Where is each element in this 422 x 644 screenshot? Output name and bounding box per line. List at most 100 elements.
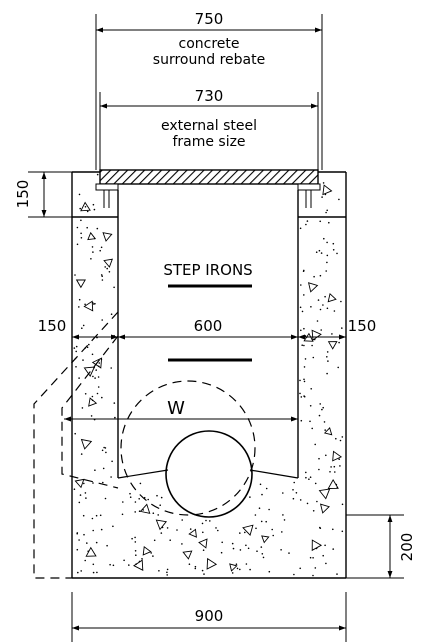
aggregate-dot	[261, 493, 263, 496]
aggregate-dot	[338, 458, 341, 461]
aggregate-dot	[300, 284, 302, 286]
aggregate-dot	[295, 492, 298, 494]
aggregate-dot	[122, 501, 124, 503]
aggregate-dot	[326, 307, 329, 310]
aggregate-dot	[202, 531, 204, 534]
aggregate-dot	[78, 306, 80, 308]
aggregate-triangle	[311, 329, 322, 341]
aggregate-dot	[81, 407, 84, 409]
aggregate-dot	[76, 548, 79, 551]
aggregate-dot	[262, 556, 265, 559]
aggregate-dot	[78, 501, 81, 504]
aggregate-dot	[334, 471, 336, 473]
aggregate-dot	[108, 271, 111, 273]
aggregate-dot	[336, 252, 338, 255]
aggregate-dot	[113, 286, 115, 289]
aggregate-dot	[281, 531, 283, 533]
dimension-750: 750 concrete surround rebate	[95, 10, 323, 170]
dim-730-label-1: external steel	[161, 118, 257, 134]
aggregate-triangle	[139, 503, 151, 514]
aggregate-dot	[261, 553, 264, 555]
aggregate-dot	[152, 555, 154, 557]
aggregate-dot	[303, 294, 305, 296]
aggregate-dot	[104, 266, 106, 268]
aggregate-triangle	[74, 478, 85, 489]
dimension-900: 900	[71, 592, 347, 642]
aggregate-dot	[318, 468, 320, 471]
aggregate-dot	[320, 329, 323, 331]
dim-750-label-1: concrete	[179, 36, 240, 52]
aggregate-dot	[90, 415, 93, 417]
aggregate-dot	[326, 261, 328, 264]
aggregate-dot	[292, 489, 294, 491]
aggregate-dot	[320, 252, 323, 254]
aggregate-dot	[84, 303, 86, 306]
aggregate-triangle	[88, 397, 98, 407]
aggregate-triangle	[102, 232, 113, 242]
aggregate-dot	[305, 223, 307, 226]
aggregate-dot	[336, 573, 338, 575]
aggregate-dot	[341, 436, 344, 438]
aggregate-dot	[339, 439, 342, 442]
aggregate-triangle	[327, 292, 337, 303]
aggregate-dot	[265, 487, 268, 490]
aggregate-dot	[97, 386, 100, 388]
aggregate-dot	[326, 351, 329, 353]
aggregate-triangle	[311, 539, 323, 552]
aggregate-dot	[97, 376, 100, 378]
aggregate-dot	[239, 532, 241, 534]
aggregate-dot	[306, 502, 309, 505]
aggregate-dot	[74, 357, 77, 360]
aggregate-dot	[301, 310, 304, 313]
pipe-circle	[165, 430, 253, 518]
aggregate-dot	[318, 414, 321, 417]
aggregate-triangle	[322, 184, 333, 196]
aggregate-dot	[201, 569, 204, 572]
aggregate-dot	[312, 557, 314, 559]
aggregate-dot	[306, 220, 309, 222]
aggregate-dot	[169, 539, 171, 541]
aggregate-dot	[272, 534, 275, 537]
aggregate-dot	[280, 549, 282, 551]
aggregate-dot	[244, 531, 246, 534]
aggregate-dot	[92, 375, 94, 378]
aggregate-dot	[324, 295, 326, 298]
aggregate-dot	[327, 360, 329, 362]
dimension-walls: 150 600 150	[38, 317, 376, 340]
aggregate-dot	[308, 478, 310, 481]
aggregate-dot	[311, 344, 313, 347]
aggregate-dot	[299, 227, 302, 230]
aggregate-dot	[101, 449, 104, 452]
aggregate-dot	[88, 343, 90, 346]
aggregate-dot	[129, 492, 131, 495]
aggregate-dot	[166, 527, 169, 529]
aggregate-dot	[160, 496, 163, 499]
aggregate-dot	[121, 513, 124, 516]
aggregate-dot	[94, 377, 96, 379]
aggregate-dot	[300, 419, 303, 422]
concrete-texture	[73, 173, 344, 577]
aggregate-triangle	[327, 341, 338, 350]
aggregate-dot	[323, 421, 326, 423]
aggregate-dot	[96, 392, 99, 395]
aggregate-dot	[288, 552, 290, 554]
aggregate-dot	[150, 552, 152, 554]
aggregate-dot	[316, 500, 318, 503]
aggregate-dot	[110, 476, 112, 478]
aggregate-dot	[92, 482, 94, 484]
aggregate-dot	[160, 532, 163, 534]
dim-chamber-600-value: 600	[194, 317, 223, 335]
aggregate-dot	[332, 249, 335, 251]
aggregate-dot	[339, 465, 341, 467]
aggregate-dot	[312, 356, 315, 359]
aggregate-dot	[333, 310, 336, 312]
aggregate-triangle	[83, 300, 94, 312]
aggregate-dot	[325, 211, 327, 214]
aggregate-dot	[147, 498, 149, 501]
aggregate-dot	[255, 527, 257, 530]
aggregate-dot	[92, 571, 95, 574]
aggregate-dot	[312, 574, 314, 577]
aggregate-dot	[323, 237, 325, 240]
aggregate-triangle	[83, 366, 96, 377]
